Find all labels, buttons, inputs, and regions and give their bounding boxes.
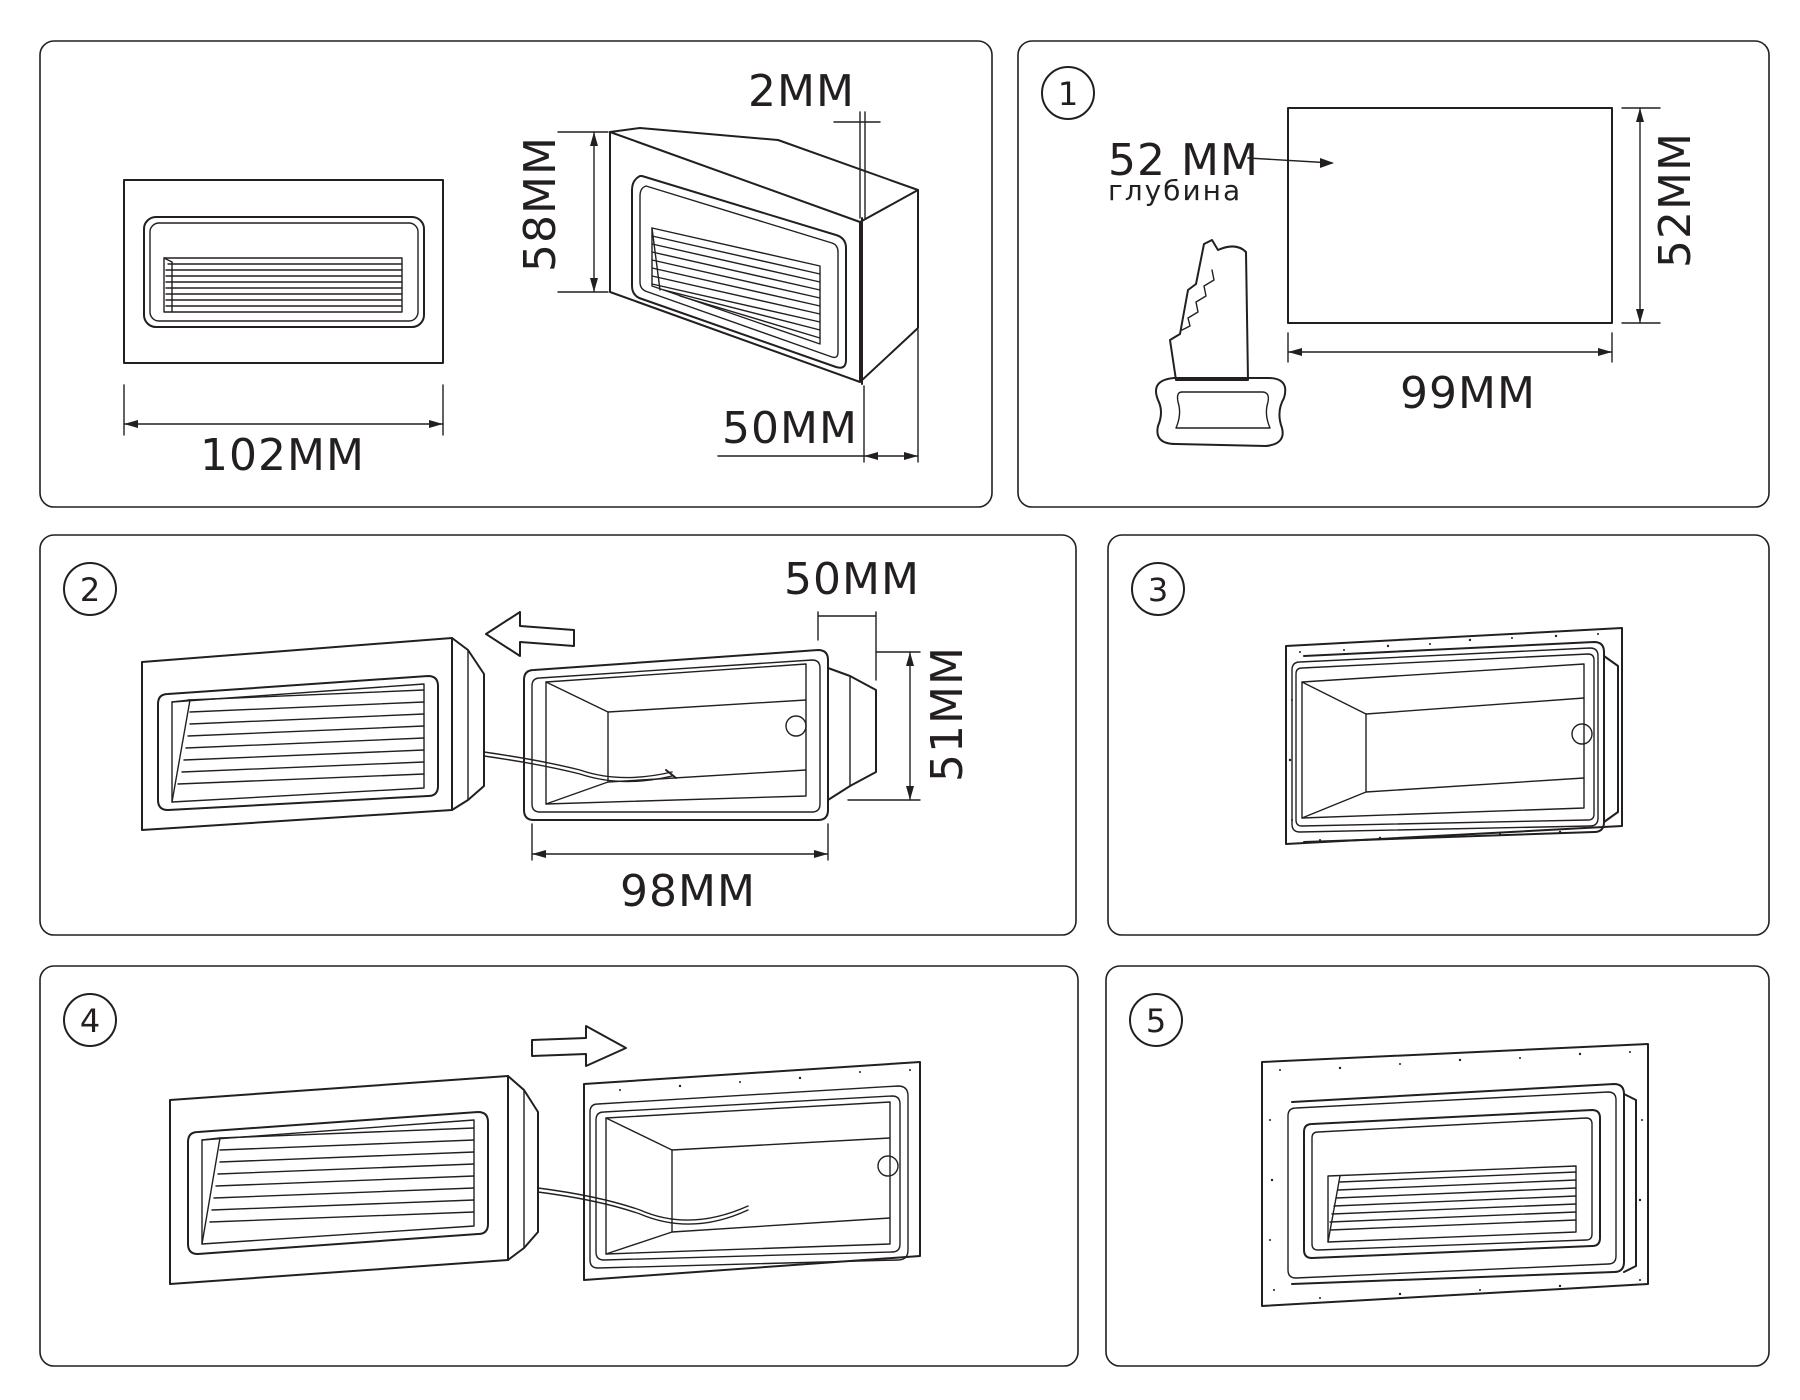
depth-label-50: 50MM [722, 403, 858, 454]
panel-step-1-frame [1017, 40, 1770, 508]
depth-value-52: 52 MM [1108, 135, 1259, 186]
cutout-width-label-99: 99MM [1400, 368, 1536, 419]
panel-step-1: 1 52 MM глубина 52MM 99MM [1017, 40, 1770, 508]
step-3-badge [1131, 562, 1185, 616]
panel-step-2-frame [39, 534, 1077, 936]
flange-dimension-2: 2MM [748, 66, 881, 219]
panel-step-3-frame [1107, 534, 1770, 936]
step-4-wall-with-housing [583, 1061, 921, 1281]
step-5-installed-lamp [1261, 1043, 1649, 1307]
step-2-height-label-51: 51MM [922, 646, 973, 782]
step-4-front-cover [169, 1075, 539, 1285]
step-2-remove-arrow [485, 611, 575, 657]
step-2-badge [63, 562, 117, 616]
perspective-view-lamp [609, 127, 919, 385]
step-3-number: 3 [1148, 571, 1168, 609]
step-2-height-dimension-51: 51MM [847, 646, 973, 801]
depth-callout: 52 MM глубина [1108, 135, 1334, 207]
step-4-insert-arrow [531, 1025, 627, 1067]
step-5-badge [1129, 993, 1183, 1047]
step-3-wall-texture [1288, 633, 1599, 841]
depth-dimension-50: 50MM [717, 329, 919, 463]
front-view-lamp [123, 179, 444, 364]
step-2-front-cover [141, 637, 485, 831]
front-view-louvers [163, 257, 403, 313]
width-label-102: 102MM [200, 430, 365, 481]
step-2-number: 2 [80, 571, 100, 609]
panel-step-4: 4 [39, 965, 1079, 1367]
step-2-housing [523, 649, 877, 821]
wall-cutout [1287, 107, 1613, 324]
step-4-wall-texture [619, 1069, 911, 1091]
step-5-number: 5 [1146, 1002, 1166, 1040]
step-2-width-dimension-98: 98MM [531, 823, 829, 917]
step-2-cable [483, 751, 673, 783]
panel-step-4-frame [39, 965, 1079, 1367]
panel-step-5-frame [1105, 965, 1770, 1367]
step-5-wall-texture [1269, 1051, 1643, 1299]
step-2-depth-label-50: 50MM [784, 554, 920, 605]
step-3-wall-with-housing [1285, 627, 1623, 845]
step-2-width-label-98: 98MM [620, 866, 756, 917]
step-2-cable-end [665, 769, 677, 779]
depth-word: глубина [1108, 174, 1242, 207]
step-2-depth-dimension-50: 50MM [784, 554, 920, 681]
flange-label-2: 2MM [748, 66, 855, 117]
height-dimension-58: 58MM [515, 131, 609, 293]
cutout-height-dimension-52: 52MM [1621, 107, 1701, 324]
height-label-58: 58MM [515, 136, 566, 272]
panel-step-2: 2 50M [39, 534, 1077, 936]
step-4-cable [537, 1187, 749, 1225]
cutout-width-dimension-99: 99MM [1287, 332, 1613, 419]
panel-step-3: 3 [1107, 534, 1770, 936]
step-1-badge [1041, 66, 1095, 120]
step-5-louvers [1327, 1165, 1577, 1243]
panel-dimensions: 102MM 58MM 2M [39, 40, 993, 508]
saw-icon [1155, 239, 1287, 447]
panel-step-5: 5 [1105, 965, 1770, 1367]
step-4-badge [63, 993, 117, 1047]
width-dimension-102: 102MM [123, 384, 444, 481]
step-4-number: 4 [80, 1002, 100, 1040]
step-1-number: 1 [1058, 75, 1078, 113]
cutout-height-label-52: 52MM [1650, 132, 1701, 268]
panel-dimensions-frame [39, 40, 993, 508]
perspective-louvers [651, 227, 821, 345]
